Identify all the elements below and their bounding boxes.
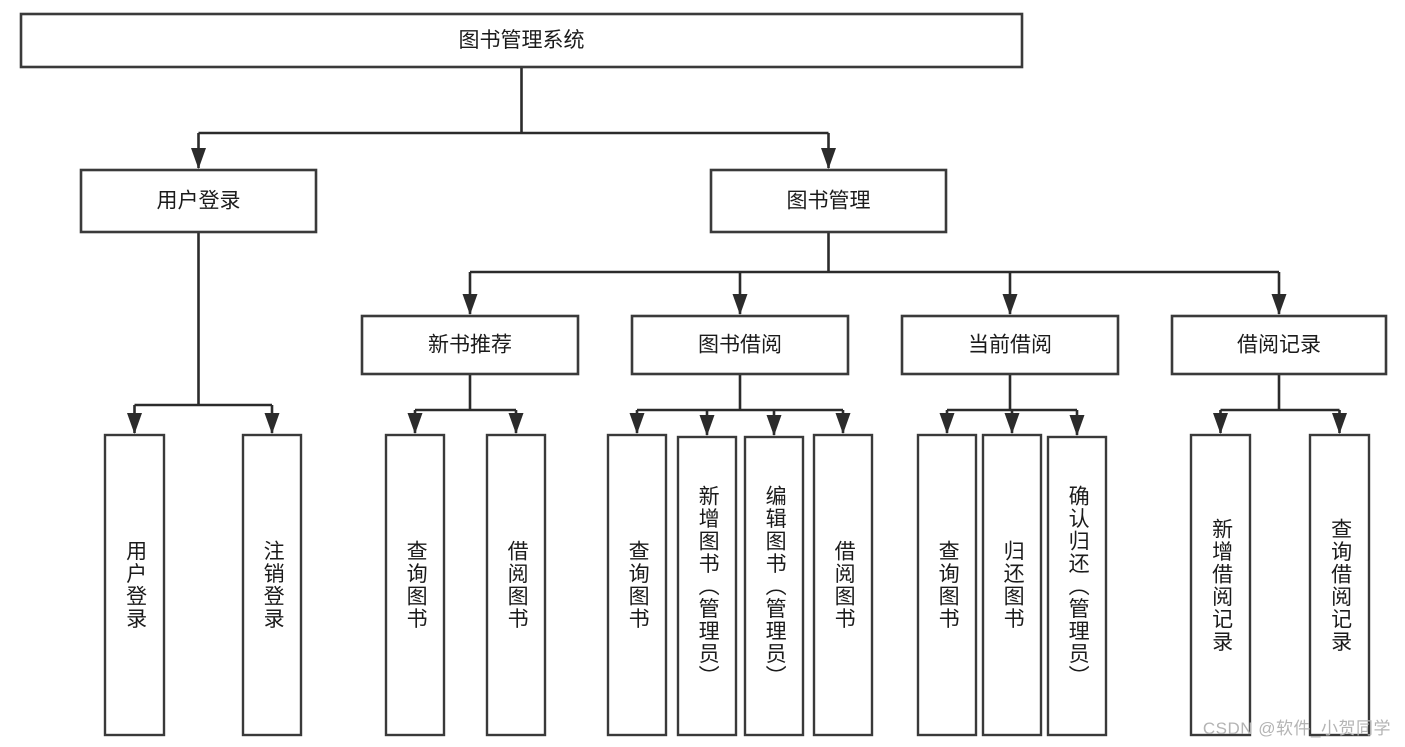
- node-leaf-edit-book-admin[interactable]: [743, 435, 805, 737]
- arrowhead-icon-leaf-add-book-admin: [699, 415, 715, 436]
- arrowhead-icon-leaf-query-borrow-record: [1332, 413, 1347, 434]
- arrowhead-icon-leaf-query-book-current: [939, 413, 955, 434]
- node-borrow-record[interactable]: [1170, 314, 1388, 376]
- arrowhead-icon-bm-book-borrow: [732, 294, 748, 315]
- node-leaf-query-book-current[interactable]: [916, 433, 978, 737]
- node-label-book-management: 图书管理: [787, 190, 871, 213]
- arrowhead-icon-leaf-logout: [264, 413, 280, 434]
- node-leaf-query-borrow-record[interactable]: [1308, 433, 1371, 737]
- watermark: CSDN @软件_小贺同学: [1202, 719, 1391, 738]
- arrowhead-icon-leaf-return-book: [1004, 413, 1020, 434]
- connector-layer: [127, 67, 1347, 436]
- arrowhead-icon-leaf-borrow-book-new: [508, 413, 524, 434]
- arrowhead-icon-leaf-edit-book-admin: [766, 415, 782, 436]
- node-user-login[interactable]: [79, 168, 318, 234]
- arrowhead-icon-root-book-management: [821, 148, 836, 169]
- arrowhead-icon-leaf-query-book-borrow: [629, 413, 645, 434]
- node-leaf-query-book-borrow[interactable]: [606, 433, 668, 737]
- arrowhead-icon-root-user-login: [191, 148, 206, 169]
- node-new-book-recommend[interactable]: [360, 314, 580, 376]
- arrowhead-icon-bm-new-book-recommend: [462, 294, 478, 315]
- node-leaf-return-book[interactable]: [981, 433, 1043, 737]
- node-leaf-confirm-return-admin[interactable]: [1046, 435, 1108, 737]
- arrowhead-icon-leaf-confirm-return-admin: [1069, 415, 1085, 436]
- node-leaf-logout[interactable]: [241, 433, 303, 737]
- arrowhead-icon-bm-current-borrow: [1002, 294, 1018, 315]
- node-label-current-borrow: 当前借阅: [968, 334, 1052, 357]
- arrowhead-icon-leaf-borrow-book: [835, 413, 851, 434]
- node-label-new-book-recommend: 新书推荐: [428, 334, 512, 357]
- node-leaf-add-book-admin[interactable]: [676, 435, 738, 737]
- node-label-root: 图书管理系统: [459, 29, 585, 52]
- node-leaf-add-borrow-record[interactable]: [1189, 433, 1252, 737]
- arrowhead-icon-leaf-user-login: [127, 413, 142, 434]
- node-root-title[interactable]: [19, 12, 1024, 69]
- arrowhead-icon-leaf-query-book-new: [407, 413, 423, 434]
- node-leaf-user-login[interactable]: [103, 433, 166, 737]
- node-book-management[interactable]: [709, 168, 948, 234]
- node-label-book-borrow: 图书借阅: [698, 334, 782, 357]
- arrowhead-icon-leaf-add-borrow-record: [1213, 413, 1228, 434]
- node-label-borrow-record: 借阅记录: [1237, 334, 1321, 357]
- arrowhead-icon-bm-borrow-record: [1271, 294, 1287, 315]
- node-leaf-borrow-book[interactable]: [812, 433, 874, 737]
- node-box-layer: [19, 12, 1388, 737]
- node-leaf-borrow-book-new[interactable]: [485, 433, 547, 737]
- node-current-borrow[interactable]: [900, 314, 1120, 376]
- node-leaf-query-book-new[interactable]: [384, 433, 446, 737]
- node-book-borrow[interactable]: [630, 314, 850, 376]
- node-label-user-login: 用户登录: [157, 190, 241, 213]
